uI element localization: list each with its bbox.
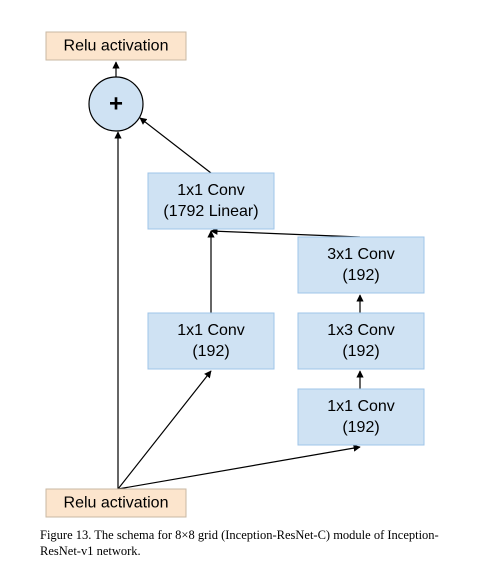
conv-box (297, 236, 425, 294)
node-relu-bottom: Relu activation (45, 488, 187, 518)
edges (112, 61, 364, 490)
node-label-line: 1x1 Conv (177, 182, 245, 199)
node-label-line: (192) (342, 343, 379, 360)
node-label-line: 3x1 Conv (327, 246, 395, 263)
edge-conv-3x1-to-conv-1792 (210, 227, 361, 238)
node-conv-1x1-left: 1x1 Conv (192) (147, 312, 275, 370)
node-label-line: Relu activation (64, 495, 169, 512)
conv-box (147, 172, 275, 230)
node-label-line: 1x1 Conv (327, 398, 395, 415)
activation-box (45, 488, 187, 518)
edge-conv-1792-to-add (139, 117, 212, 174)
conv-box (297, 312, 425, 370)
plus-sign: + (109, 91, 123, 118)
edge-relu-bottom-to-conv-1x1-left (117, 370, 212, 490)
node-conv-1x1-right: 1x1 Conv (192) (297, 388, 425, 446)
node-label-line: (192) (342, 419, 379, 436)
node-conv-1792: 1x1 Conv (1792 Linear) (147, 172, 275, 230)
node-relu-top: Relu activation (45, 31, 187, 61)
figure-caption: Figure 13. The schema for 8×8 grid (Ince… (40, 528, 439, 558)
activation-box (45, 31, 187, 61)
conv-box (297, 388, 425, 446)
node-add: + (88, 76, 144, 132)
node-label-line: (192) (192, 343, 229, 360)
sum-circle (88, 76, 144, 132)
node-conv-3x1: 3x1 Conv (192) (297, 236, 425, 294)
node-conv-1x3: 1x3 Conv (192) (297, 312, 425, 370)
node-label-line: (1792 Linear) (163, 203, 258, 220)
node-label-line: 1x3 Conv (327, 322, 395, 339)
node-label-line: Relu activation (64, 38, 169, 55)
inception-resnet-c-schema: Relu activation +1x1 Conv (1792 Linear) 3x1… (45, 31, 425, 518)
nodes: Relu activation +1x1 Conv (1792 Linear) 3x1… (45, 31, 425, 518)
conv-box (147, 312, 275, 370)
edge-relu-bottom-to-conv-1x1-right (117, 444, 361, 490)
node-label-line: (192) (342, 267, 379, 284)
node-label-line: 1x1 Conv (177, 322, 245, 339)
